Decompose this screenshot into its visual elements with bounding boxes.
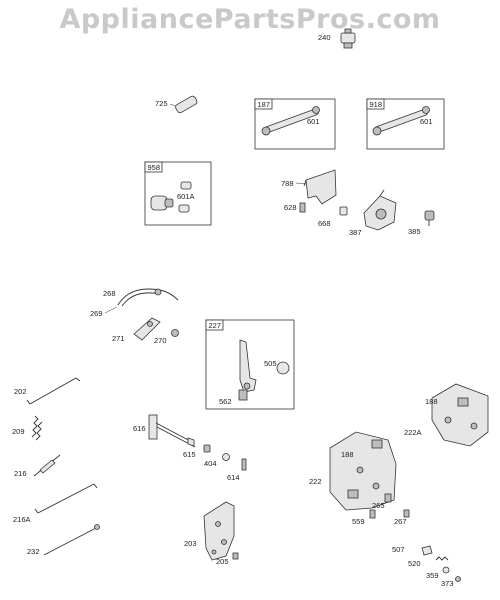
part-209-spring[interactable] <box>31 415 43 441</box>
label-725: 725 <box>155 99 168 108</box>
label-203: 203 <box>184 539 197 548</box>
part-601A-solenoid[interactable] <box>150 181 192 213</box>
label-387: 387 <box>349 228 362 237</box>
part-725-sleeve[interactable] <box>174 95 198 114</box>
part-614-pin[interactable] <box>241 458 247 471</box>
label-205: 205 <box>216 557 229 566</box>
part-507-clip[interactable] <box>421 545 433 556</box>
label-271: 271 <box>112 334 125 343</box>
part-559-screw[interactable] <box>369 509 376 519</box>
part-271-lever[interactable] <box>133 317 161 341</box>
label-267: 267 <box>394 517 407 526</box>
leader-725 <box>169 103 177 107</box>
label-601-kit187: 601 <box>307 117 320 126</box>
label-601A: 601A <box>177 192 195 201</box>
part-788-bracket[interactable] <box>303 169 337 205</box>
label-520: 520 <box>408 559 421 568</box>
part-270-nut[interactable] <box>171 329 179 337</box>
label-788: 788 <box>281 179 294 188</box>
label-559: 559 <box>352 517 365 526</box>
leader-788 <box>295 182 307 185</box>
part-601-tube[interactable] <box>261 106 320 136</box>
part-202-rod[interactable] <box>26 377 81 405</box>
label-209: 209 <box>12 427 25 436</box>
label-216A: 216A <box>13 515 31 524</box>
label-222: 222 <box>309 477 322 486</box>
label-359: 359 <box>426 571 439 580</box>
part-387-control[interactable] <box>363 189 397 231</box>
kit-label-918: 918 <box>370 100 383 109</box>
label-270: 270 <box>154 336 167 345</box>
kit-box-187 <box>254 98 336 150</box>
label-373: 373 <box>441 579 454 588</box>
part-222-control-plate[interactable] <box>329 431 397 511</box>
part-216A-rod[interactable] <box>34 483 98 514</box>
watermark: AppliancePartsPros.com <box>59 4 441 35</box>
part-216-link[interactable] <box>33 454 61 477</box>
label-404: 404 <box>204 459 217 468</box>
leader-269 <box>104 306 118 314</box>
label-222A: 222A <box>404 428 422 437</box>
label-188-lower: 188 <box>341 450 354 459</box>
part-385-fastener[interactable] <box>424 210 435 226</box>
part-359-washer[interactable] <box>442 566 450 574</box>
label-216: 216 <box>14 469 27 478</box>
kit-box-958 <box>144 161 212 226</box>
label-240: 240 <box>318 33 331 42</box>
part-520-spring[interactable] <box>435 556 449 561</box>
part-205-screw[interactable] <box>232 552 239 560</box>
kit-box-227 <box>205 319 295 410</box>
part-373-nut[interactable] <box>455 576 461 582</box>
kit-label-958: 958 <box>148 163 161 172</box>
kit-box-918 <box>366 98 445 150</box>
label-507: 507 <box>392 545 405 554</box>
part-232-cable[interactable] <box>43 524 100 556</box>
part-203-bracket[interactable] <box>203 501 235 561</box>
label-562: 562 <box>219 397 232 406</box>
label-614: 614 <box>227 473 240 482</box>
label-202: 202 <box>14 387 27 396</box>
label-616: 616 <box>133 424 146 433</box>
part-265-screw[interactable] <box>384 493 392 503</box>
part-268-cable[interactable] <box>117 288 179 307</box>
part-267-screw[interactable] <box>403 509 410 518</box>
part-240-fitting[interactable] <box>340 28 356 49</box>
label-615: 615 <box>183 450 196 459</box>
label-188-upper: 188 <box>425 397 438 406</box>
label-601-kit918: 601 <box>420 117 433 126</box>
label-385: 385 <box>408 227 421 236</box>
label-268: 268 <box>103 289 116 298</box>
part-628-screw[interactable] <box>299 202 306 213</box>
part-227-throttle-lever[interactable] <box>238 339 257 401</box>
label-269: 269 <box>90 309 103 318</box>
kit-label-187: 187 <box>258 100 271 109</box>
label-505: 505 <box>264 359 277 368</box>
part-505-knob[interactable] <box>276 361 290 375</box>
label-628: 628 <box>284 203 297 212</box>
part-404-washer[interactable] <box>222 453 230 461</box>
part-616-shaft[interactable] <box>148 414 196 448</box>
part-668-clip[interactable] <box>339 206 348 216</box>
label-232: 232 <box>27 547 40 556</box>
part-615-bushing[interactable] <box>203 444 211 453</box>
label-668: 668 <box>318 219 331 228</box>
kit-label-227: 227 <box>209 321 222 330</box>
part-222A-bracket[interactable] <box>431 383 489 447</box>
part-601-tube-alt[interactable] <box>372 106 430 136</box>
label-265: 265 <box>372 501 385 510</box>
